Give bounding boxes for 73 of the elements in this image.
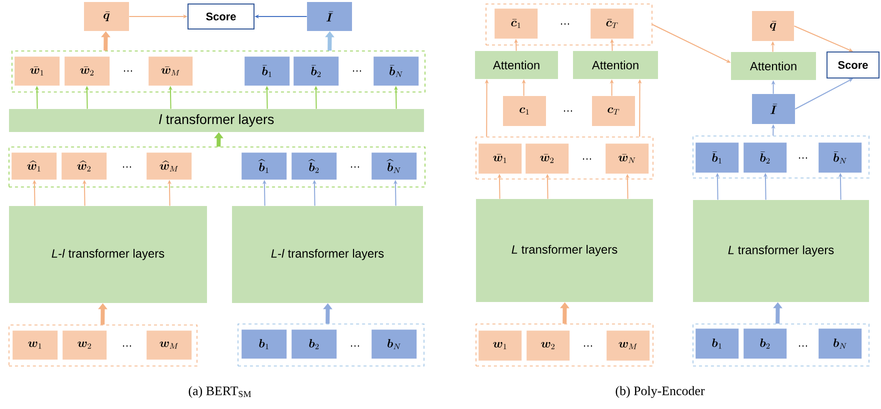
ellipsis: … <box>124 70 132 72</box>
dashed-group-box <box>486 4 652 46</box>
embedding-box: $\bar{\bm{I}}$ <box>752 94 795 124</box>
embedding-box: $\bm{w}_{M}$ <box>606 330 650 361</box>
embedding-box: $\bar{\bm{q}}$ <box>752 11 794 41</box>
layer-box: Attention <box>731 52 816 80</box>
embedding-box: $\bar{\bm{c}}_{T}$ <box>590 8 634 39</box>
layer-box: Attention <box>475 51 558 79</box>
ellipsis: … <box>123 166 131 168</box>
embedding-box: $\bm{b}_{N}$ <box>372 330 417 359</box>
ellipsis: … <box>123 345 131 347</box>
embedding-box: $\bm{w}_{2}$ <box>62 330 107 360</box>
embedding-box: $\bm{b}_{N}$ <box>818 328 862 359</box>
embedding-box: $\bm{b}_{1}$ <box>242 330 287 359</box>
embedding-box: $\bar{\bm{I}}$ <box>307 2 352 31</box>
ellipsis: … <box>799 345 807 347</box>
embedding-box: $\bar{\bm{c}}_{1}$ <box>494 8 538 39</box>
embedding-box: $\bar{\bm{q}}$ <box>84 2 129 31</box>
embedding-box: $\bm{c}_{T}$ <box>592 96 635 126</box>
embedding-box: $\bar{\bm{w}}_{2}$ <box>64 56 110 86</box>
layer-box: L transformer layers <box>476 199 653 302</box>
embedding-box: $\widehat{\bm{w}}_{M}$ <box>146 152 192 180</box>
embedding-box: $\bm{b}_{2}$ <box>292 330 337 359</box>
ellipsis: … <box>351 345 359 347</box>
dashed-group-box <box>692 136 870 178</box>
embedding-box: $\bar{\bm{b}}_{1}$ <box>696 142 739 173</box>
embedding-box: $\bar{\bm{b}}_{2}$ <box>744 142 787 173</box>
ellipsis: … <box>561 23 569 25</box>
caption: (a) BERT$_{SM}$ <box>188 386 251 398</box>
embedding-box: $\widehat{\bm{w}}_{2}$ <box>62 152 107 180</box>
embedding-box: $\widehat{\bm{b}}_{1}$ <box>242 152 287 180</box>
layer-box: L-l transformer layers <box>9 206 207 303</box>
caption: (b) Poly-Encoder <box>616 386 705 398</box>
embedding-box: $\bm{w}_{1}$ <box>12 330 58 360</box>
dashed-group-box <box>12 50 426 92</box>
dashed-group-box <box>8 324 198 366</box>
dashed-group-box <box>476 324 654 366</box>
ellipsis: … <box>351 166 359 168</box>
embedding-box: $\bar{\bm{b}}_{N}$ <box>818 142 862 173</box>
dashed-group-box <box>8 146 426 188</box>
embedding-box: $\bar{\bm{b}}_{1}$ <box>244 56 290 86</box>
embedding-box: $\bm{w}_{1}$ <box>478 330 522 361</box>
dashed-group-box <box>476 136 654 180</box>
layer-box: L-l transformer layers <box>232 206 423 303</box>
ellipsis: … <box>564 110 572 112</box>
embedding-box: $\widehat{\bm{b}}_{2}$ <box>292 152 337 180</box>
embedding-box: $\bar{\bm{w}}_{1}$ <box>478 144 522 174</box>
embedding-box: $\widehat{\bm{b}}_{N}$ <box>372 152 417 180</box>
layer-box: L transformer layers <box>693 200 869 302</box>
arrow <box>794 78 853 110</box>
dashed-group-box <box>692 324 870 366</box>
embedding-box: $\bm{c}_{1}$ <box>503 96 546 126</box>
layer-box: l transformer layers <box>9 109 424 132</box>
embedding-box: $\bm{b}_{1}$ <box>696 328 739 359</box>
layer-box: Attention <box>573 51 658 79</box>
embedding-box: $\bar{\bm{w}}_{2}$ <box>526 144 569 174</box>
embedding-box: $\bar{\bm{w}}_{N}$ <box>606 144 649 174</box>
ellipsis: … <box>353 70 361 72</box>
score-box: Score <box>826 52 880 78</box>
embedding-box: $\bar{\bm{w}}_{1}$ <box>14 56 60 86</box>
ellipsis: … <box>799 157 807 159</box>
ellipsis: … <box>584 345 592 347</box>
ellipsis: … <box>583 158 591 160</box>
dashed-group-box <box>238 324 424 366</box>
embedding-box: $\bar{\bm{b}}_{N}$ <box>374 56 419 86</box>
arrow <box>794 26 853 52</box>
score-box: Score <box>188 4 254 30</box>
embedding-box: $\bar{\bm{b}}_{2}$ <box>294 56 339 86</box>
embedding-box: $\bm{b}_{2}$ <box>744 328 787 359</box>
embedding-box: $\bm{w}_{2}$ <box>526 330 570 361</box>
embedding-box: $\widehat{\bm{w}}_{1}$ <box>12 152 57 180</box>
embedding-box: $\bm{w}_{M}$ <box>146 330 192 360</box>
embedding-box: $\bar{\bm{w}}_{M}$ <box>148 56 193 86</box>
